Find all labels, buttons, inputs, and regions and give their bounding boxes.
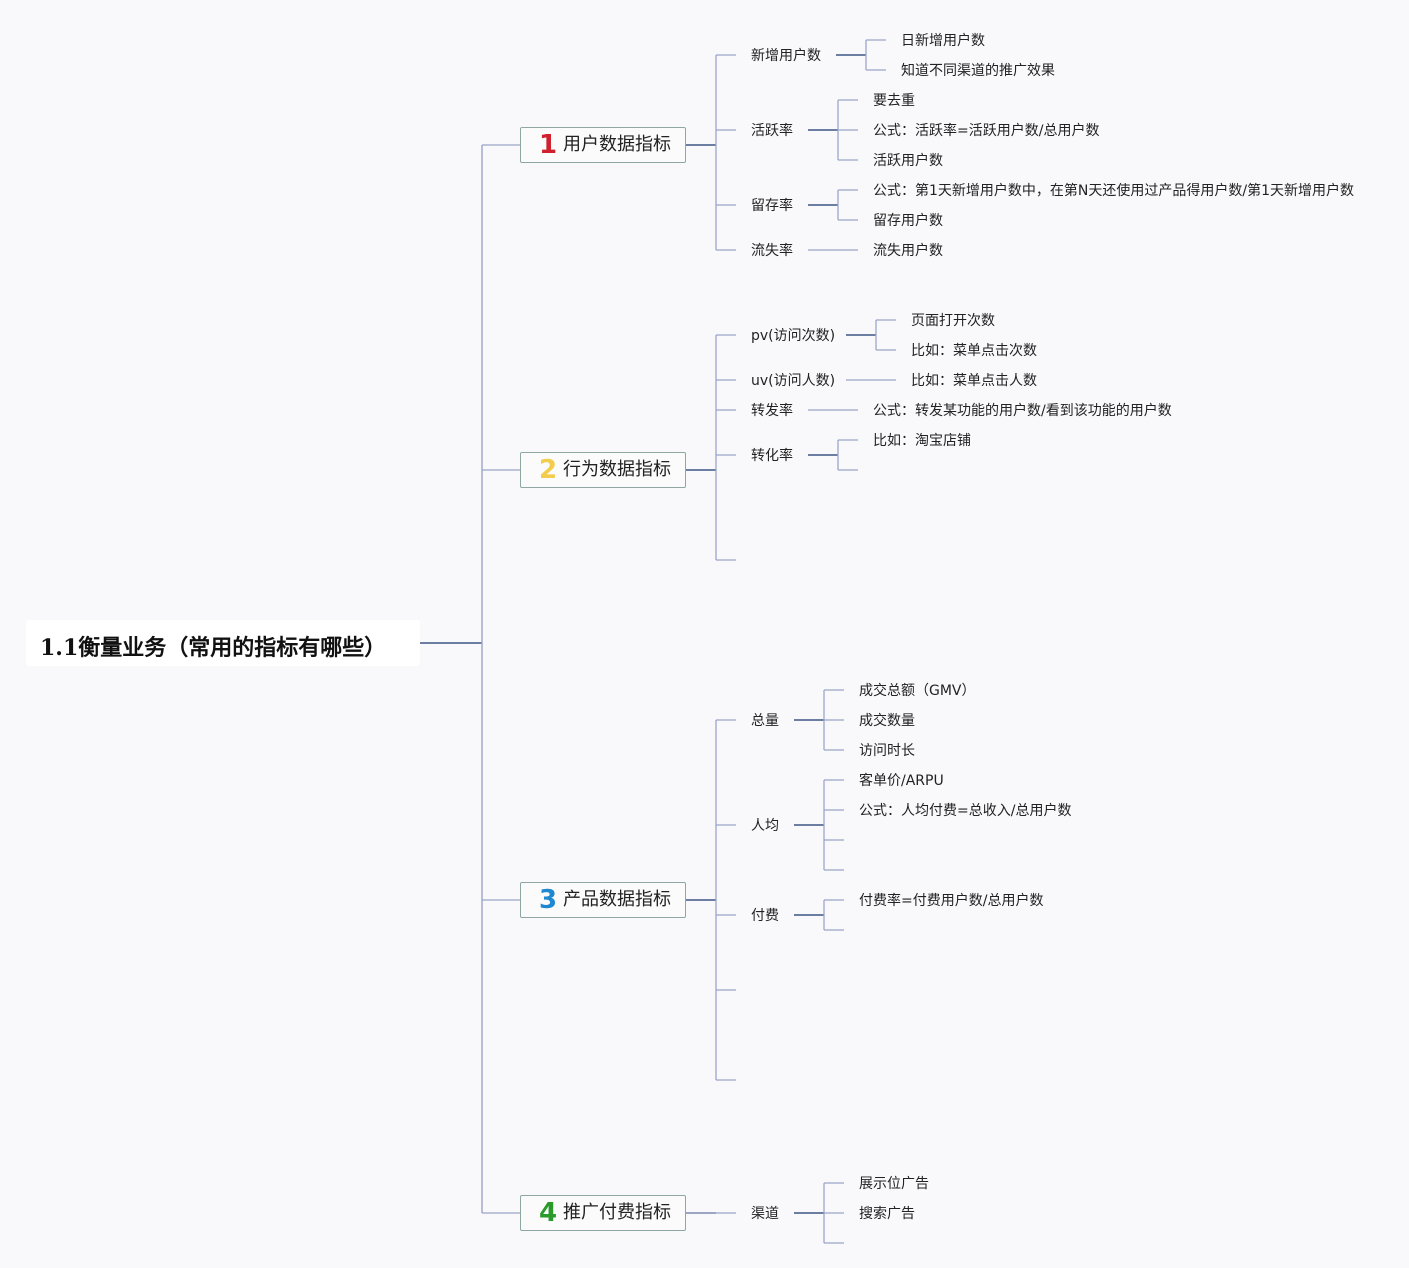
category-behavior-data[interactable]: 2 行为数据指标 <box>520 452 686 488</box>
leaf-node[interactable]: 要去重 <box>873 93 915 109</box>
leaf-node[interactable]: 流失用户数 <box>873 243 943 259</box>
topic-uv[interactable]: uv(访问人数) <box>751 373 836 389</box>
leaf-node[interactable]: 留存用户数 <box>873 213 943 229</box>
leaf-node[interactable]: 比如：菜单点击人数 <box>911 373 1037 389</box>
topic-forward-rate[interactable]: 转发率 <box>751 403 793 419</box>
topic-retention[interactable]: 留存率 <box>751 198 793 214</box>
topic-pv[interactable]: pv(访问次数) <box>751 328 836 344</box>
leaf-node[interactable]: 访问时长 <box>859 743 915 759</box>
leaf-node[interactable]: 公式：人均付费=总收入/总用户数 <box>859 803 1072 819</box>
topic-paid[interactable]: 付费 <box>751 908 779 924</box>
topic-channel[interactable]: 渠道 <box>751 1206 779 1222</box>
category-label: 行为数据指标 <box>563 459 671 480</box>
topic-churn[interactable]: 流失率 <box>751 243 793 259</box>
leaf-node[interactable]: 公式：转发某功能的用户数/看到该功能的用户数 <box>873 403 1172 419</box>
topic-total[interactable]: 总量 <box>751 713 779 729</box>
leaf-node[interactable]: 知道不同渠道的推广效果 <box>901 63 1055 79</box>
leaf-node[interactable]: 公式：活跃率=活跃用户数/总用户数 <box>873 123 1100 139</box>
category-product-data[interactable]: 3 产品数据指标 <box>520 882 686 918</box>
leaf-node[interactable]: 付费率=付费用户数/总用户数 <box>859 893 1044 909</box>
topic-per-capita[interactable]: 人均 <box>751 818 779 834</box>
category-label: 产品数据指标 <box>563 889 671 910</box>
leaf-node[interactable]: 成交数量 <box>859 713 915 729</box>
number-1-icon: 1 <box>539 130 558 160</box>
topic-active-rate[interactable]: 活跃率 <box>751 123 793 139</box>
number-4-icon: 4 <box>539 1198 558 1228</box>
leaf-node[interactable]: 日新增用户数 <box>901 33 985 49</box>
leaf-node[interactable]: 活跃用户数 <box>873 153 943 169</box>
topic-conversion-rate[interactable]: 转化率 <box>751 448 793 464</box>
category-user-data[interactable]: 1 用户数据指标 <box>520 127 686 163</box>
number-3-icon: 3 <box>539 885 558 915</box>
category-promotion-data[interactable]: 4 推广付费指标 <box>520 1195 686 1231</box>
topic-new-users[interactable]: 新增用户数 <box>751 48 821 64</box>
leaf-node[interactable]: 比如：菜单点击次数 <box>911 343 1037 359</box>
leaf-node[interactable]: 客单价/ARPU <box>859 773 944 789</box>
leaf-node[interactable]: 展示位广告 <box>859 1176 929 1192</box>
leaf-node[interactable]: 公式：第1天新增用户数中，在第N天还使用过产品得用户数/第1天新增用户数 <box>873 183 1355 199</box>
number-2-icon: 2 <box>539 455 558 485</box>
category-label: 推广付费指标 <box>563 1202 671 1223</box>
root-label: 1.1衡量业务（常用的指标有哪些） <box>40 635 387 661</box>
leaf-node[interactable]: 成交总额（GMV） <box>859 683 976 699</box>
root-node[interactable]: 1.1衡量业务（常用的指标有哪些） <box>26 620 420 666</box>
leaf-node[interactable]: 页面打开次数 <box>911 313 995 329</box>
leaf-node[interactable]: 比如：淘宝店铺 <box>873 433 971 449</box>
category-label: 用户数据指标 <box>563 134 671 155</box>
leaf-node[interactable]: 搜索广告 <box>859 1206 915 1222</box>
